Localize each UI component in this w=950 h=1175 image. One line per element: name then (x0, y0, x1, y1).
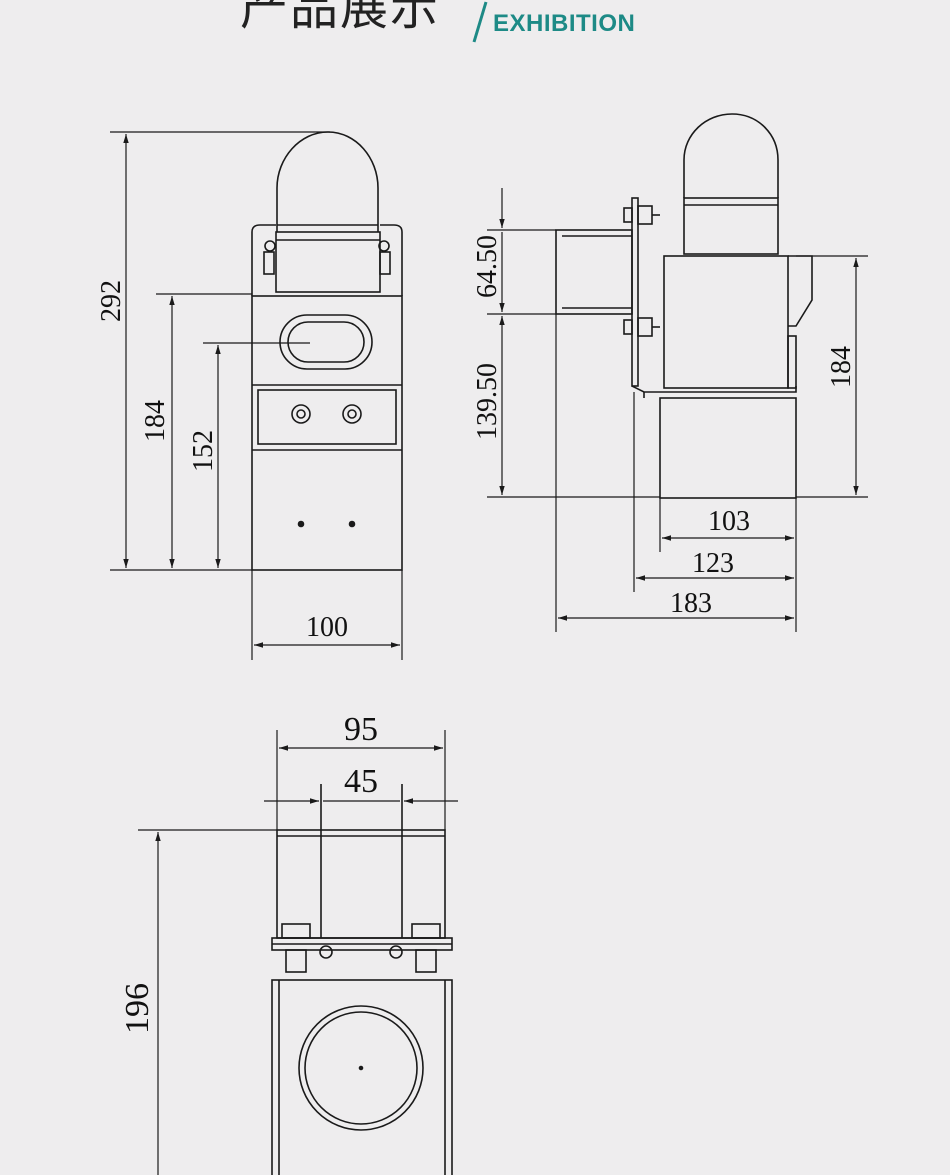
housing-body (251, 295, 403, 571)
beacon-top-circle (298, 1005, 424, 1131)
section-header: 产品展示 EXHIBITION (0, 0, 950, 50)
dim-side-upper-mount: 64.50 (472, 235, 503, 298)
dim-side-depth-123: 123 (692, 548, 734, 579)
display-window (279, 314, 373, 370)
title-divider-slash (472, 1, 488, 43)
dim-side-depth-183: 183 (670, 588, 712, 619)
top-view-dimensions (138, 730, 458, 1175)
beacon-dome-side (683, 113, 779, 198)
housing-top (271, 979, 453, 1175)
dim-side-right-height: 184 (826, 346, 857, 388)
section-title-en: EXHIBITION (493, 10, 636, 37)
dim-front-total-height: 292 (96, 280, 127, 322)
side-view-dimensions (487, 188, 868, 632)
dim-top-height: 196 (119, 983, 156, 1034)
section-title-cn: 产品展示 (240, 0, 441, 36)
mounting-bracket (555, 229, 633, 315)
dim-side-depth-103: 103 (708, 506, 750, 537)
front-view-dimensions (110, 131, 403, 660)
beacon-dome (276, 131, 379, 232)
dim-front-body-height: 184 (140, 400, 171, 442)
dim-front-panel-height: 152 (188, 430, 219, 472)
dim-front-width: 100 (306, 612, 348, 643)
dim-top-inner-width: 45 (344, 763, 378, 800)
dim-side-lower-mount: 139.50 (472, 363, 503, 440)
side-view (555, 113, 813, 499)
top-view (271, 784, 453, 1175)
front-view (203, 131, 403, 571)
housing-side (663, 255, 789, 389)
dim-top-outer-width: 95 (344, 711, 378, 748)
